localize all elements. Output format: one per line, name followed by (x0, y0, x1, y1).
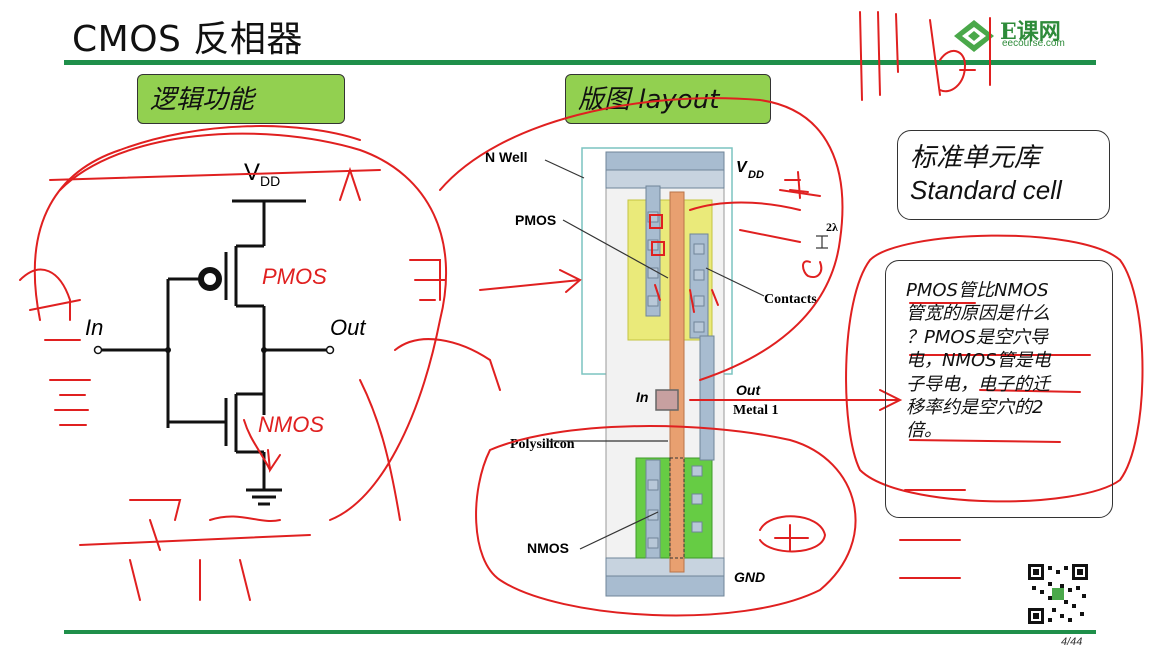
std-cell-line2: Standard cell (910, 174, 1062, 205)
layout-diagram (544, 147, 828, 597)
out-terminal (325, 345, 335, 355)
layout-gnd-label: GND (734, 569, 765, 585)
question-line3: ？PMOS是空穴导 (906, 326, 1048, 348)
input-contact (655, 389, 679, 411)
handwritten-annotations (19, 11, 1144, 617)
standard-cell-box: 标准单元库 Standard cell (897, 130, 1110, 220)
schematic-pmos-label: PMOS (262, 264, 327, 289)
layout-in-label: In (636, 389, 648, 405)
std-cell-line1: 标准单元库 (910, 142, 1041, 172)
logic-function-label: 逻辑功能 (137, 74, 345, 124)
layout-out-label: Out (736, 382, 761, 398)
slide-title: CMOS 反相器 (72, 19, 303, 60)
in-terminal (93, 345, 103, 355)
schematic-vdd-sub: DD (260, 173, 280, 189)
pmos-gate-bubble (198, 267, 222, 291)
question-line5: 子导电，电子的迁 (906, 373, 1050, 395)
question-line4: 电，NMOS管是电 (906, 350, 1051, 372)
layout-metal1-label: Metal 1 (733, 403, 778, 418)
question-line7: 倍。 (906, 420, 942, 442)
layout-contacts-label: Contacts (764, 292, 817, 307)
question-box: PMOS管比NMOS 管宽的原因是什么 ？PMOS是空穴导 电，NMOS管是电 … (885, 260, 1113, 518)
question-line2: 管宽的原因是什么 (906, 303, 1050, 325)
schematic-nmos-label: NMOS (258, 412, 324, 437)
two-lambda-label: 2λ (826, 220, 838, 234)
inverter-schematic (98, 199, 330, 506)
metal1-out (699, 335, 715, 461)
question-line1: PMOS管比NMOS (906, 280, 1049, 301)
polysilicon-gate (669, 191, 685, 573)
logo-name: E课网 (1000, 19, 1061, 45)
bottom-rule (64, 630, 1096, 634)
layout-nmos-label: NMOS (527, 540, 569, 556)
page-number: 4/44 (1061, 636, 1083, 648)
layout-poly-label: Polysilicon (510, 437, 575, 452)
layout-pmos-label: PMOS (515, 212, 556, 228)
layout-vdd-label: V (736, 159, 748, 176)
layout-nwell-label: N Well (485, 149, 528, 165)
qr-code-icon (1026, 562, 1090, 626)
schematic-in-label: In (85, 315, 103, 340)
logo-icon (954, 20, 994, 52)
logo-url: eecourse.com (1002, 38, 1065, 49)
contacts (647, 211, 705, 549)
layout-vdd-sub: DD (748, 169, 764, 181)
schematic-out-label: Out (330, 315, 366, 340)
question-line6: 移率约是空穴的2 (906, 396, 1044, 418)
schematic-vdd-label: V (244, 159, 260, 186)
top-rule (64, 60, 1096, 65)
